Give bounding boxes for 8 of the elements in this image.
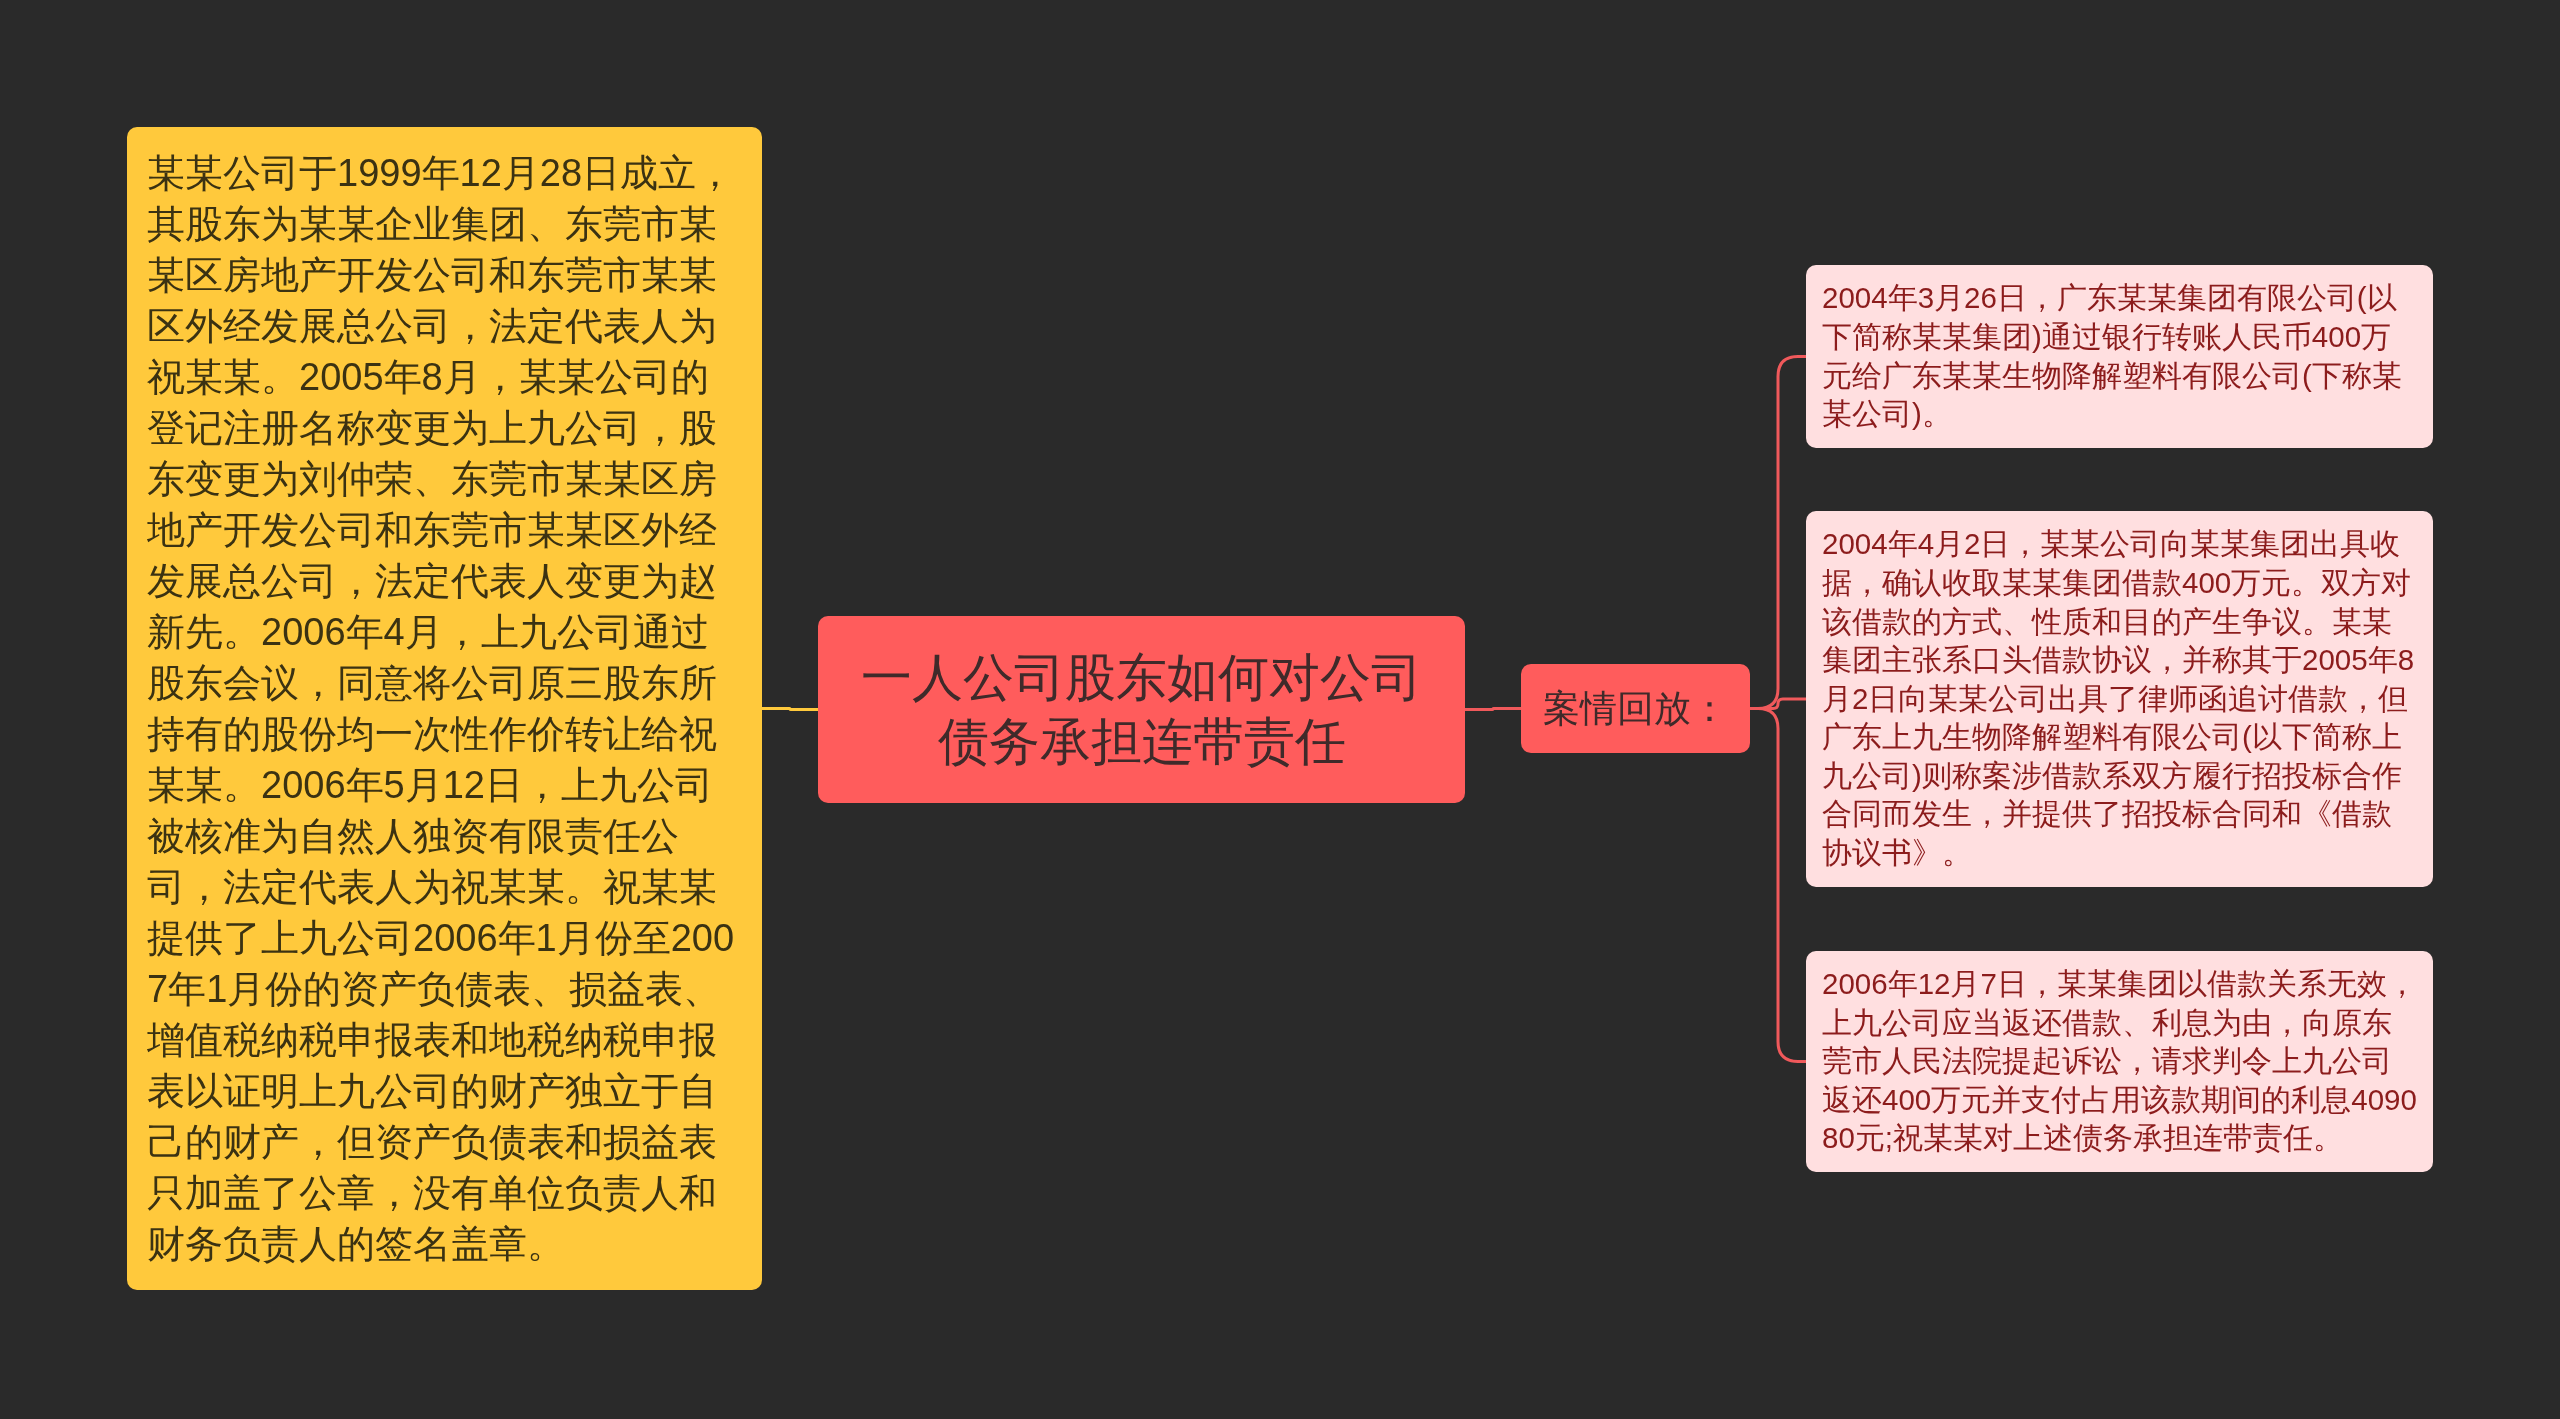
connector-line xyxy=(762,707,818,711)
note-box: 2004年3月26日，广东某某集团有限公司(以下简称某某集团)通过银行转账人民币400万元给广东某某生物降解塑料有限公司(下称某某公司)。 xyxy=(1806,265,2433,448)
central-topic-box: 一人公司股东如何对公司债务承担连带责任 xyxy=(818,616,1465,803)
note-box: 2004年4月2日，某某公司向某某集团出具收据，确认收取某某集团借款400万元。双方对该借款的方式、性质和目的产生争议。某某集团主张系口头借款协议，并称其于2005年8月2日向某某公司出具了律师函追讨借款，但广东上九生物降解塑料有限公司(以下简称上九公司)则称案涉借款系双方履行招投标合作合同而发生，并提供了招投标合同和《借款协议书》。 xyxy=(1806,511,2433,887)
connector-line xyxy=(1465,707,1521,711)
note-box: 某某公司于1999年12月28日成立，其股东为某某企业集团、东莞市某某区房地产开发公司和东莞市某某区外经发展总公司，法定代表人为祝某某。2005年8月，某某公司的登记注册名称变更为上九公司，股东变更为刘仲荣、东莞市某某区房地产开发公司和东莞市某某区外经发展总公司，法定代表人变更为赵新先。2006年4月，上九公司通过股东会议，同意将公司原三股东所持有的股份均一次性作价转让给祝某某。2006年5月12日，上九公司被核准为自然人独资有限责任公司，法定代表人为祝某某。祝某某提供了上九公司2006年1月份至2007年1月份的资产负债表、损益表、增值税纳税申报表和地税纳税申报表以证明上九公司的财产独立于自己的财产，但资产负债表和损益表只加盖了公章，没有单位负责人和财务负责人的签名盖章。 xyxy=(127,127,762,1290)
subtopic-box: 案情回放： xyxy=(1521,664,1750,753)
note-box: 2006年12月7日，某某集团以借款关系无效，上九公司应当返还借款、利息为由，向原东莞市人民法院提起诉讼，请求判令上九公司返还400万元并支付占用该款期间的利息409080元;祝某某对上述债务承担连带责任。 xyxy=(1806,951,2433,1172)
